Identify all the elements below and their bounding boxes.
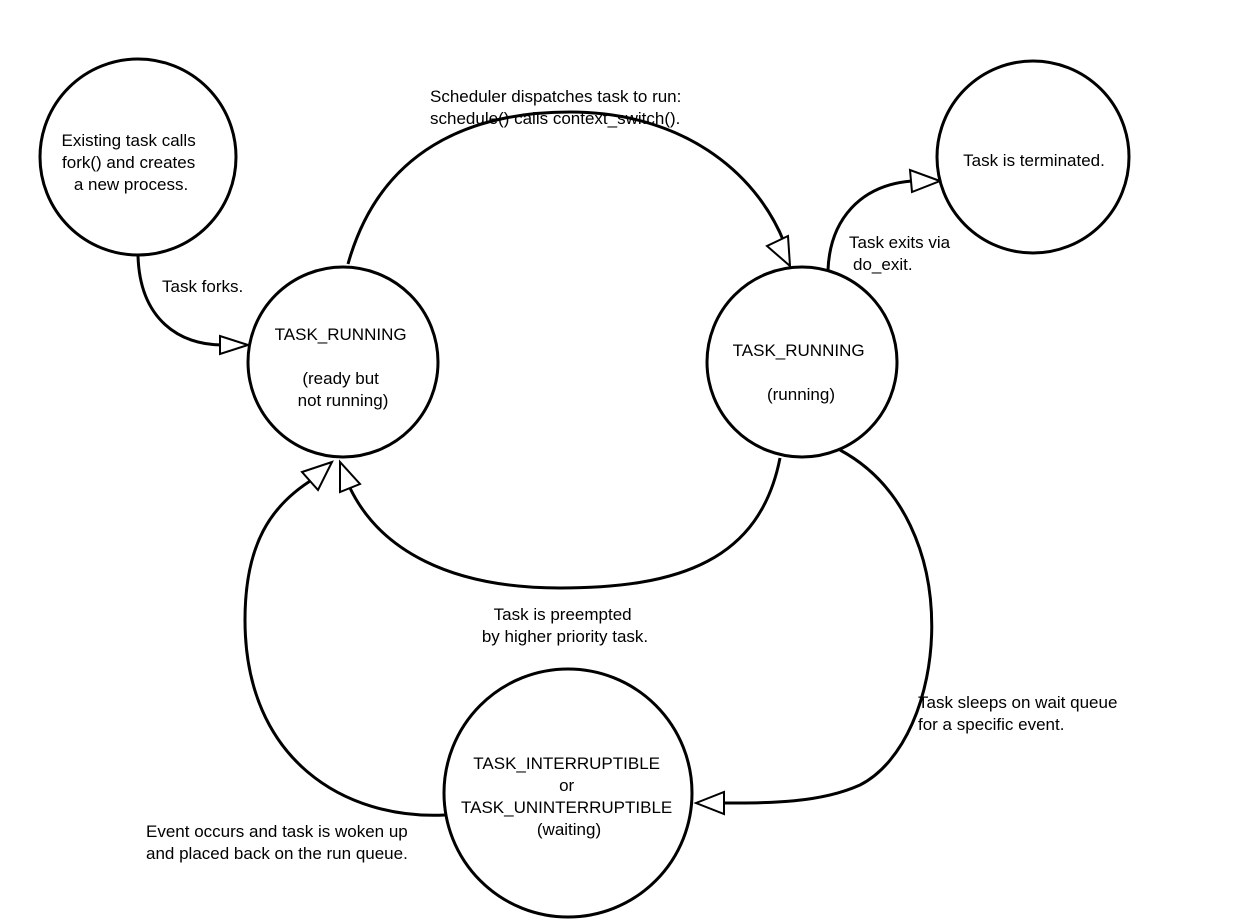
- edge-task-sleeps-arrowhead: [693, 790, 725, 816]
- edge-task-forks: [136, 255, 223, 347]
- edge-task-forks-label: Task forks.: [162, 277, 243, 296]
- edge-task-preempted-label: Task is preempted by higher priority tas…: [482, 605, 648, 646]
- node-task-running-running-label: TASK_RUNNING (running): [733, 341, 870, 404]
- edge-task-woken: [243, 476, 446, 817]
- edge-task-preempted: [348, 457, 782, 590]
- edge-task-sleeps: [724, 448, 934, 805]
- node-task-waiting: [442, 667, 694, 919]
- node-fork-source: [38, 57, 238, 257]
- edge-task-woken-arrowhead: [300, 460, 334, 492]
- node-task-waiting-label: TASK_INTERRUPTIBLE or TASK_UNINTERRUPTIB…: [461, 754, 677, 839]
- edge-task-exits: [826, 179, 913, 271]
- node-task-running-ready-label: TASK_RUNNING (ready but not running): [275, 325, 412, 410]
- edge-task-woken-label: Event occurs and task is woken up and pl…: [146, 822, 412, 863]
- edge-task-forks-arrowhead: [219, 334, 252, 356]
- edge-task-sleeps-label: Task sleeps on wait queue for a specific…: [918, 693, 1122, 734]
- edge-task-exits-label: Task exits via do_exit.: [849, 233, 955, 274]
- node-task-terminated: [935, 59, 1131, 255]
- node-task-running-ready: [246, 265, 440, 459]
- node-fork-source-label: Existing task calls fork() and creates a…: [62, 131, 201, 194]
- edge-scheduler-dispatch: [346, 110, 786, 265]
- edge-task-exits-arrowhead: [908, 168, 943, 194]
- node-task-running-running: [705, 265, 899, 459]
- edge-scheduler-dispatch-arrowhead: [765, 234, 792, 269]
- edge-scheduler-dispatch-label: Scheduler dispatches task to run: schedu…: [430, 87, 686, 128]
- node-task-terminated-label: Task is terminated.: [963, 151, 1105, 170]
- edge-task-preempted-arrowhead: [339, 459, 362, 494]
